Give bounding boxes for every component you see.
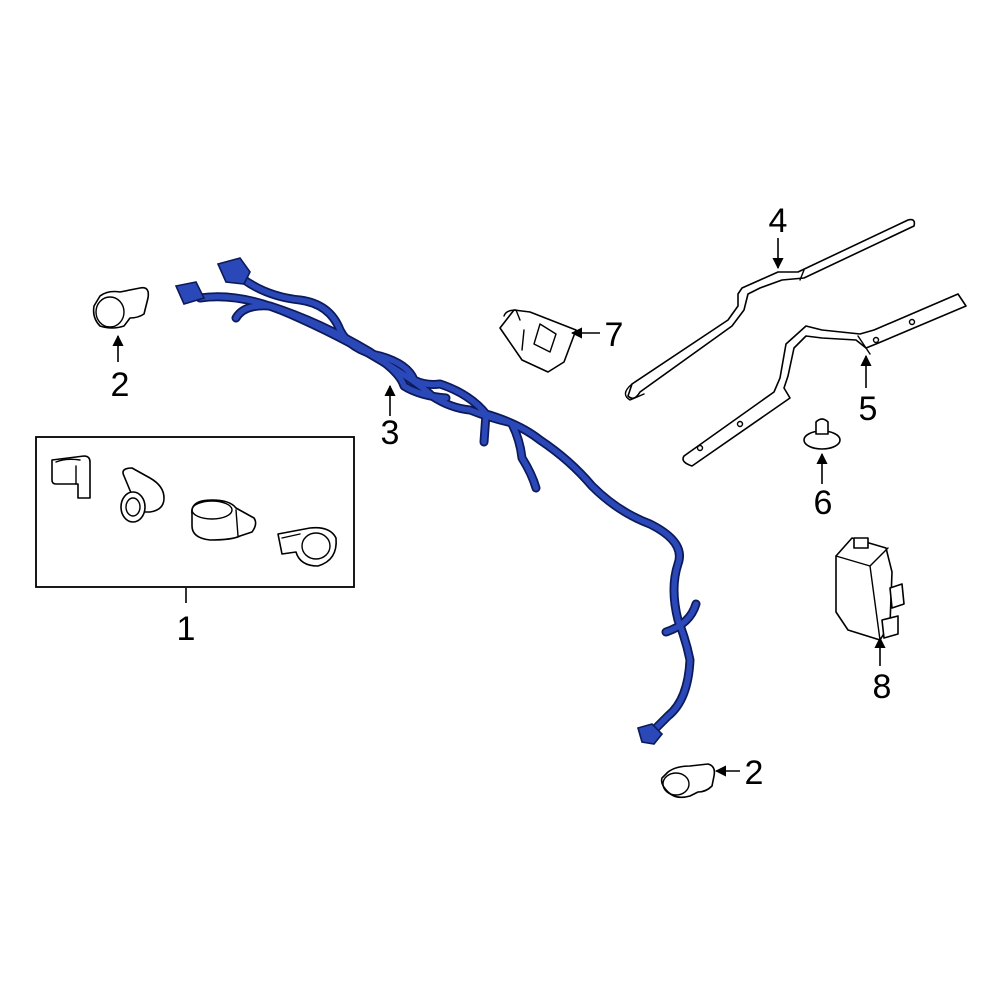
callout-1: 1 (177, 610, 196, 648)
bracket-lower[interactable]: 5 (682, 293, 967, 467)
callout-5: 5 (859, 390, 878, 428)
harness-connector-a-icon (174, 281, 206, 305)
control-module-icon (835, 537, 905, 641)
bracket-upper-icon (627, 218, 916, 400)
callout-2-left: 2 (111, 366, 130, 404)
kit-sensor-c-icon (191, 499, 257, 541)
kit-sensor-d-icon (277, 526, 337, 567)
callout-7: 7 (605, 316, 624, 354)
callout-3: 3 (381, 414, 400, 452)
callout-4: 4 (769, 202, 788, 240)
sensor-kit-group[interactable]: 1 (35, 436, 355, 648)
callout-8: 8 (873, 668, 892, 706)
push-retainer[interactable]: 6 (803, 418, 841, 522)
callout-2-right: 2 (745, 754, 764, 792)
callout-6: 6 (814, 484, 833, 522)
kit-sensor-a-icon (51, 455, 91, 499)
bracket-lower-icon (682, 293, 967, 467)
control-module[interactable]: 8 (835, 537, 905, 706)
harness-connector-c-icon (637, 723, 664, 745)
push-retainer-icon (803, 418, 841, 450)
park-sensor-left[interactable]: 2 (92, 286, 150, 404)
clip-bracket[interactable]: 7 (499, 309, 624, 373)
park-sensor-right[interactable]: 2 (660, 754, 764, 799)
kit-sensor-b-icon (120, 467, 165, 523)
bracket-upper[interactable]: 4 (624, 202, 916, 401)
harness-connector-b-icon (216, 257, 251, 285)
clip-bracket-icon (499, 309, 577, 373)
wiring-harness[interactable]: 3 (174, 257, 701, 745)
